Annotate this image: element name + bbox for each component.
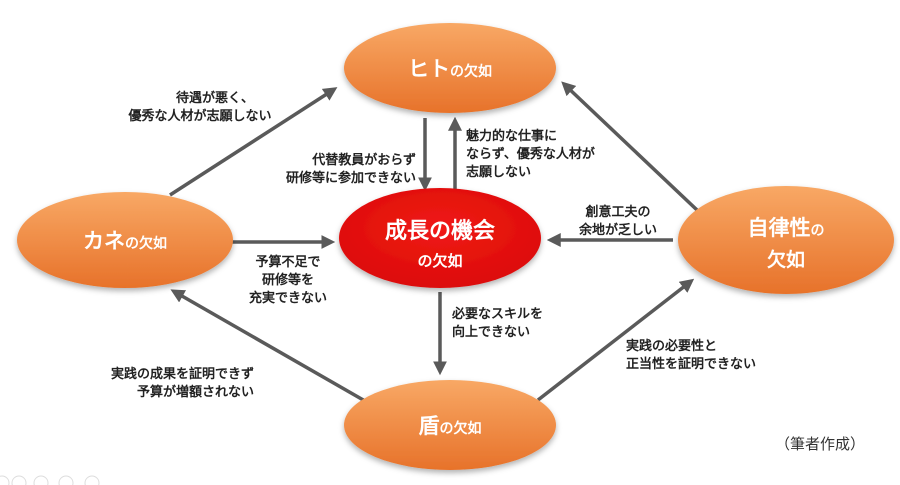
- svg-text:創意工夫の: 創意工夫の: [584, 204, 650, 220]
- zoom-icon[interactable]: [58, 475, 74, 485]
- svg-text:必要なスキルを: 必要なスキルを: [451, 306, 543, 322]
- svg-text:志願しない: 志願しない: [466, 164, 531, 180]
- node-center: 成長の機会 の欠如: [339, 188, 541, 288]
- svg-text:代替教員がおらず: 代替教員がおらず: [311, 152, 416, 168]
- label-jiritsu-center: 創意工夫の 余地が乏しい: [578, 204, 657, 238]
- svg-text:充実できない: 充実できない: [249, 290, 327, 306]
- svg-text:ヒトの欠如: ヒトの欠如: [408, 57, 492, 81]
- svg-text:実践の必要性と: 実践の必要性と: [626, 338, 717, 354]
- arrow-kane-to-hito: [169, 87, 338, 197]
- label-hito-center: 代替教員がおらず 研修等に参加できない: [286, 152, 416, 186]
- svg-text:余地が乏しい: 余地が乏しい: [578, 222, 657, 238]
- node-center-line2: の欠如: [417, 252, 462, 270]
- svg-text:ならず、優秀な人材が: ならず、優秀な人材が: [466, 146, 595, 162]
- node-kane: カネの欠如: [17, 192, 233, 288]
- svg-text:研修等を: 研修等を: [262, 272, 314, 288]
- arrow-jiritsu-to-hito: [561, 81, 699, 212]
- svg-text:正当性を証明できない: 正当性を証明できない: [626, 356, 756, 372]
- node-jiritsu-label: 自律性: [748, 216, 811, 240]
- node-center-line1: 成長の機会: [385, 218, 495, 244]
- node-hito-suffix: の欠如: [450, 63, 492, 80]
- label-center-tate: 必要なスキルを 向上できない: [451, 306, 543, 340]
- node-jiritsu-line2: 欠如: [767, 248, 805, 271]
- svg-text:予算不足で: 予算不足で: [255, 254, 320, 270]
- label-kane-hito: 待遇が悪く、 優秀な人材が志願しない: [127, 90, 271, 124]
- viewer-controls[interactable]: [0, 475, 100, 485]
- node-hito: ヒトの欠如: [344, 23, 556, 113]
- svg-text:予算が増額されない: 予算が増額されない: [137, 384, 254, 400]
- svg-text:自律性の: 自律性の: [748, 216, 825, 240]
- credit-text: （筆者作成）: [775, 435, 865, 453]
- pen-icon[interactable]: [11, 475, 27, 485]
- svg-text:研修等に参加できない: 研修等に参加できない: [286, 170, 416, 186]
- label-tate-kane: 実践の成果を証明できず 予算が増額されない: [111, 366, 254, 400]
- label-kane-center: 予算不足で 研修等を 充実できない: [249, 254, 327, 306]
- node-jiritsu-suffix: の: [811, 223, 825, 239]
- arrow-tate-to-kane: [170, 289, 373, 407]
- node-kane-suffix: の欠如: [125, 235, 167, 252]
- node-kane-label: カネ: [83, 229, 125, 253]
- label-center-hito: 魅力的な仕事に ならず、優秀な人材が 志願しない: [466, 128, 595, 180]
- menu-icon[interactable]: [84, 475, 100, 485]
- node-tate: 盾の欠如: [344, 380, 556, 470]
- svg-text:盾の欠如: 盾の欠如: [419, 414, 482, 438]
- node-jiritsu: 自律性の 欠如: [678, 186, 894, 294]
- svg-text:優秀な人材が志願しない: 優秀な人材が志願しない: [127, 108, 271, 124]
- svg-text:魅力的な仕事に: 魅力的な仕事に: [466, 128, 557, 144]
- control-icon[interactable]: [0, 475, 10, 485]
- svg-text:実践の成果を証明できず: 実践の成果を証明できず: [111, 366, 254, 382]
- svg-text:待遇が悪く、: 待遇が悪く、: [175, 90, 254, 106]
- label-tate-jiritsu: 実践の必要性と 正当性を証明できない: [626, 338, 756, 372]
- node-hito-label: ヒト: [408, 57, 450, 81]
- arrow-tate-to-jiritsu: [536, 278, 695, 402]
- svg-text:向上できない: 向上できない: [452, 324, 530, 340]
- svg-text:カネの欠如: カネの欠如: [83, 229, 167, 253]
- node-tate-suffix: の欠如: [440, 420, 482, 437]
- node-tate-label: 盾: [419, 414, 440, 438]
- grid-icon[interactable]: [33, 475, 49, 485]
